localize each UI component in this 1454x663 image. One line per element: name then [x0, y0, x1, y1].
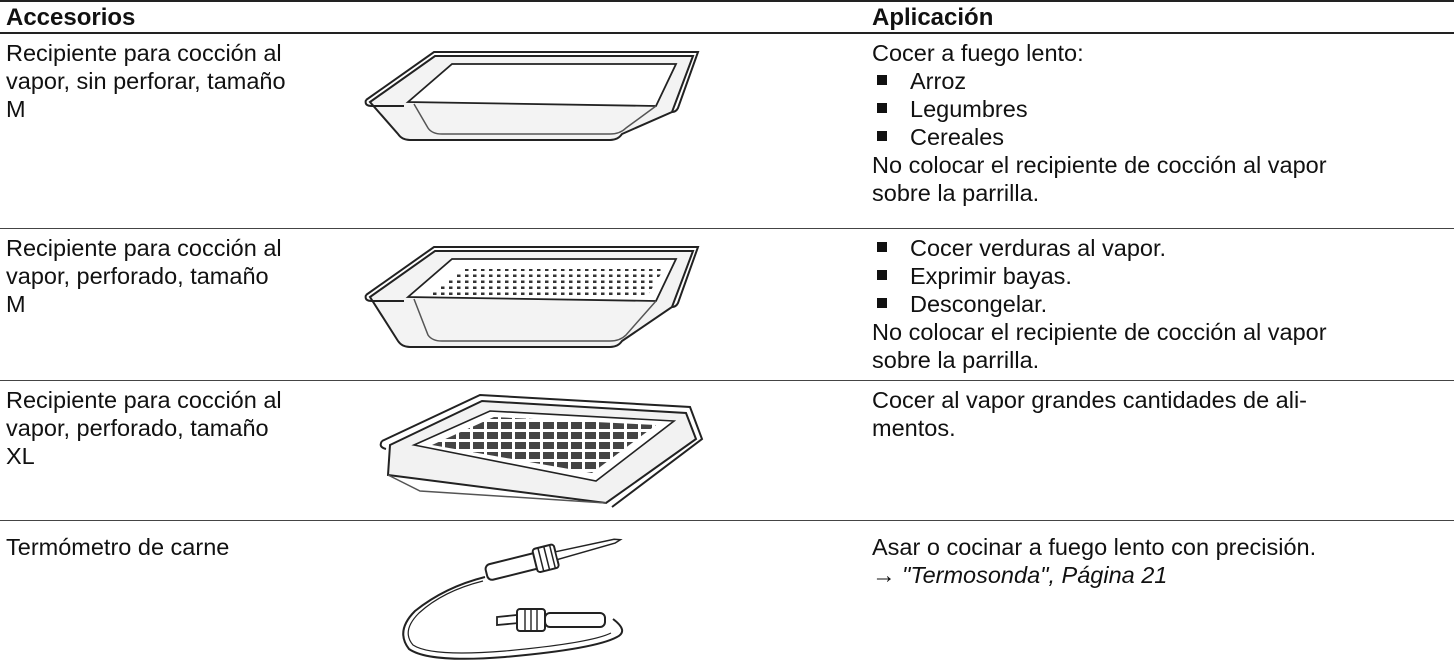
list-item: Cocer verduras al vapor.	[872, 234, 1452, 262]
name-line: vapor, perforado, tamaño	[6, 415, 269, 441]
table-row: Recipiente para cocción al vapor, perfor…	[0, 381, 1454, 521]
application-note: sobre la parrilla.	[872, 347, 1040, 373]
name-line: vapor, sin perforar, tamaño	[6, 68, 286, 94]
application-text: mentos.	[872, 415, 956, 441]
accessory-name: Termómetro de carne	[6, 533, 356, 561]
header-application: Aplicación	[872, 4, 994, 31]
list-item: Descongelar.	[872, 290, 1452, 318]
application-cell: Asar o cocinar a fuego lento con precisi…	[872, 533, 1452, 589]
name-line: Recipiente para cocción al	[6, 40, 282, 66]
solid-steam-tray-icon	[360, 42, 710, 142]
application-intro: Cocer a fuego lento:	[872, 40, 1084, 66]
table-row: Recipiente para cocción al vapor, sin pe…	[0, 34, 1454, 229]
table-row: Termómetro de carne	[0, 521, 1454, 662]
accessory-name: Recipiente para cocción al vapor, perfor…	[6, 234, 356, 318]
application-cell: Cocer al vapor grandes cantidades de ali…	[872, 386, 1452, 442]
name-line: M	[6, 291, 26, 317]
application-note: No colocar el recipiente de cocción al v…	[872, 152, 1327, 178]
name-line: Termómetro de carne	[6, 534, 230, 560]
list-item: Legumbres	[872, 95, 1452, 123]
application-text: Cocer al vapor grandes cantidades de ali…	[872, 387, 1308, 413]
application-note: No colocar el recipiente de cocción al v…	[872, 319, 1327, 345]
list-item: Arroz	[872, 67, 1452, 95]
application-list: Cocer verduras al vapor. Exprimir bayas.…	[872, 234, 1452, 318]
name-line: Recipiente para cocción al	[6, 235, 282, 261]
name-line: vapor, perforado, tamaño	[6, 263, 269, 289]
table-header: Accesorios Aplicación	[0, 0, 1454, 34]
application-text: Asar o cocinar a fuego lento con precisi…	[872, 534, 1317, 560]
perforated-steam-tray-icon	[360, 237, 710, 352]
perforated-large-tray-icon	[360, 391, 710, 511]
accessory-name: Recipiente para cocción al vapor, sin pe…	[6, 39, 356, 123]
name-line: M	[6, 96, 26, 122]
list-item: Cereales	[872, 123, 1452, 151]
list-item: Exprimir bayas.	[872, 262, 1452, 290]
name-line: Recipiente para cocción al	[6, 387, 282, 413]
application-cell: Cocer verduras al vapor. Exprimir bayas.…	[872, 234, 1452, 374]
name-line: XL	[6, 443, 35, 469]
table-row: Recipiente para cocción al vapor, perfor…	[0, 229, 1454, 381]
meat-thermometer-icon	[385, 531, 645, 663]
accessory-name: Recipiente para cocción al vapor, perfor…	[6, 386, 356, 470]
application-list: Arroz Legumbres Cereales	[872, 67, 1452, 151]
header-accessories: Accesorios	[6, 4, 136, 31]
application-cell: Cocer a fuego lento: Arroz Legumbres Cer…	[872, 39, 1452, 207]
application-note: sobre la parrilla.	[872, 180, 1040, 206]
page-reference-link[interactable]: → "Termosonda", Página 21	[872, 562, 1168, 588]
